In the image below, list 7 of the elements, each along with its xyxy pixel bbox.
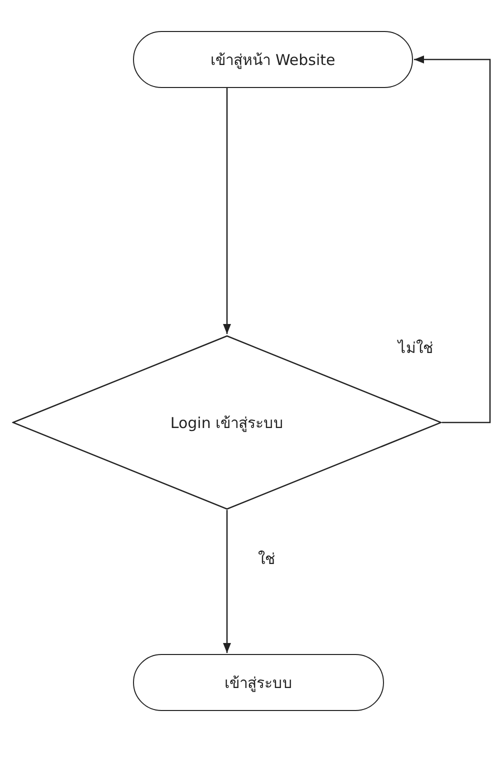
- arrow: [414, 56, 491, 424]
- node-text: เข้าสู่หน้า Website: [210, 50, 336, 71]
- arrow: [223, 88, 231, 334]
- arrow: [223, 510, 231, 653]
- node-text: Login เข้าสู่ระบบ: [170, 412, 284, 434]
- decision-diamond: [12, 335, 442, 510]
- node-text: เข้าสู่ระบบ: [224, 672, 292, 694]
